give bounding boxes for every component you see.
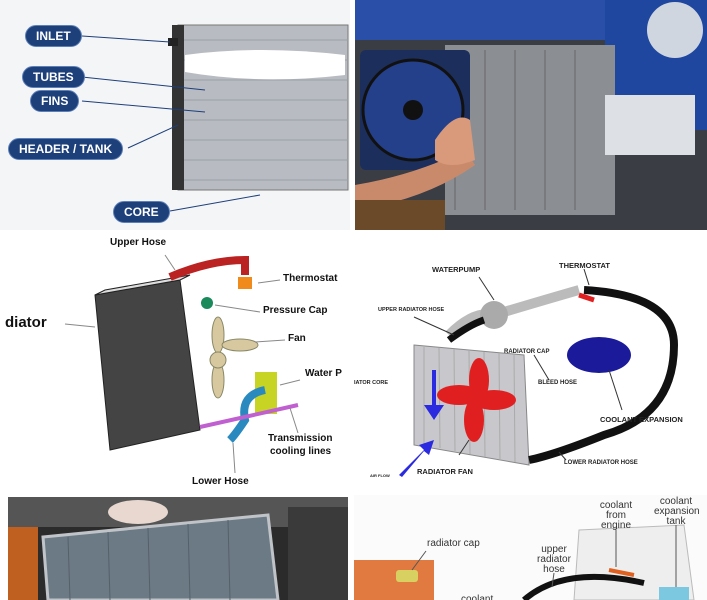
label-waterpump: WATERPUMP [432,265,481,274]
label-upper-radiator-hose: UPPER RADIATOR HOSE [378,307,445,313]
label-coolant-expansion-tank: coolant expansion tank [654,496,700,527]
radiator-illustration [81,24,349,212]
label-header-tank: HEADER / TANK [8,138,124,160]
radiator-photo [8,497,348,600]
label-core: CORE [113,201,170,223]
radiator-components-diagram: Upper Hose Thermostat diator Pressure Ca… [0,235,350,490]
radiator-install-photo [355,0,707,230]
label-coolant: coolant [461,594,494,600]
photo-illustration [355,0,707,230]
label-radiator-cap: radiator cap [427,538,480,549]
label-transmission: Transmission [268,433,333,444]
label-upper-hose: Upper Hose [110,237,167,248]
label-air-flow: AIR FLOW [370,473,390,478]
label-bleed-hose: BLEED HOSE [538,380,578,386]
label-pressure-cap: Pressure Cap [263,305,328,316]
label-radiator-core: IATOR CORE [354,380,389,386]
label-lower-hose: Lower Hose [192,476,249,487]
label-upper-radiator-hose: upper radiator hose [537,544,571,575]
label-water-pump: Water P [305,368,342,379]
label-radiator-fan: RADIATOR FAN [417,467,473,476]
cooling-system-illustration [399,268,679,477]
cooling-system-diagram: WATERPUMP THERMOSTAT UPPER RADIATOR HOSE… [354,255,707,485]
label-radiator-cap: RADIATOR CAP [504,349,550,355]
radiator-photo-illustration [8,497,348,600]
radiator-parts-panel: INLET TUBES FINS HEADER / TANK CORE [0,0,350,230]
label-radiator: diator [5,314,47,331]
label-thermostat: THERMOSTAT [559,261,610,270]
label-tubes: TUBES [22,66,85,88]
label-coolant-from-engine: coolant from engine [599,500,633,531]
coolant-flow-diagram: radiator cap upper radiator hose coolant… [354,495,707,600]
label-coolant-expansion: COOLANT EXPANSION [600,415,683,424]
components-illustration [64,254,301,474]
label-lower-radiator-hose: LOWER RADIATOR HOSE [564,460,638,466]
label-cooling-lines: cooling lines [270,446,332,457]
label-fins: FINS [30,90,80,112]
label-inlet: INLET [25,25,82,47]
coolant-flow-illustration [354,524,695,600]
label-fan: Fan [288,333,306,344]
label-thermostat: Thermostat [283,273,338,284]
